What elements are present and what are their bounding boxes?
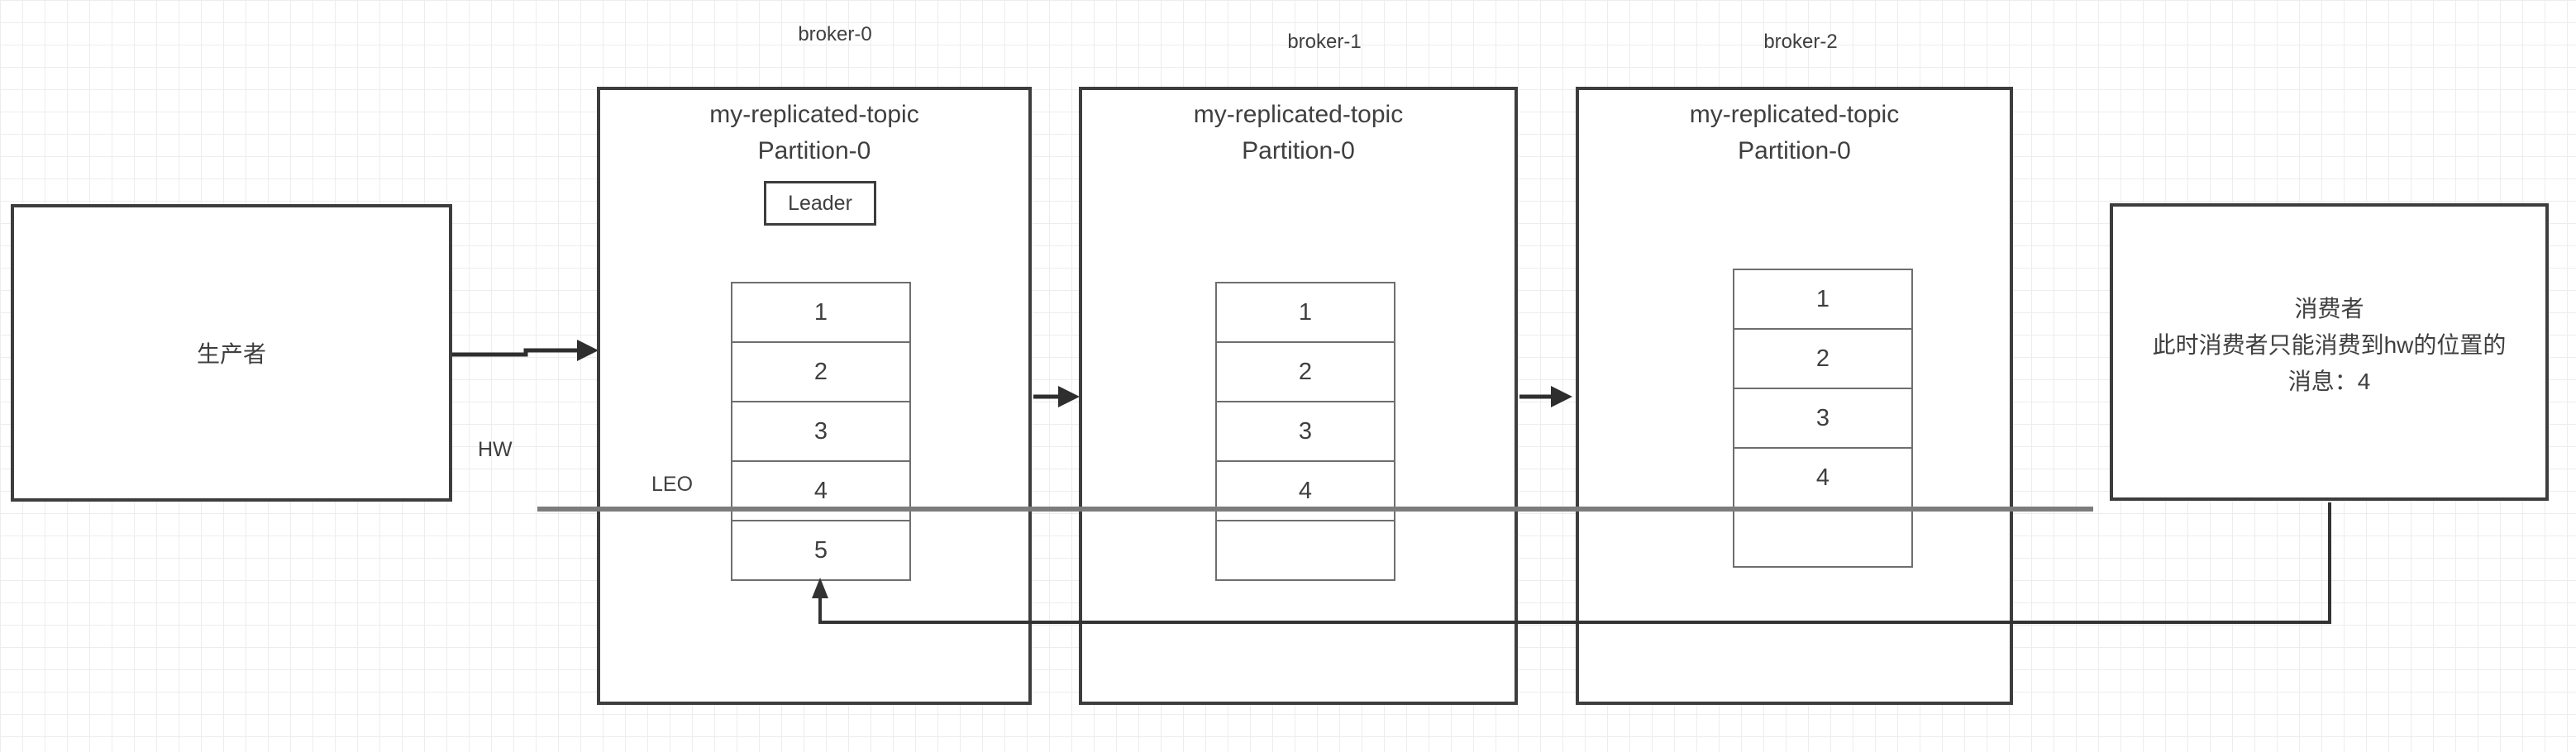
consumer-title: 消费者 bbox=[2294, 296, 2364, 321]
leader-badge-label: Leader bbox=[788, 191, 852, 215]
broker2-partition-name: Partition-0 bbox=[1738, 137, 1851, 164]
broker0-message-1: 1 bbox=[731, 282, 911, 343]
broker1-partition-title: my-replicated-topic Partition-0 bbox=[1082, 97, 1515, 169]
broker0-message-5: 5 bbox=[731, 520, 911, 581]
consumer-fetch-arrow bbox=[812, 502, 2331, 624]
broker1-message-log: 1 2 3 4 bbox=[1215, 282, 1395, 581]
broker1-topic-name: my-replicated-topic bbox=[1193, 101, 1404, 128]
broker0-topic-name: my-replicated-topic bbox=[709, 101, 919, 128]
broker0-partition-title: my-replicated-topic Partition-0 bbox=[600, 97, 1028, 169]
leo-label: LEO bbox=[651, 473, 694, 496]
broker1-message-4: 4 bbox=[1215, 460, 1395, 521]
consumer-box: 消费者 此时消费者只能消费到hw的位置的 消息：4 bbox=[2110, 203, 2549, 501]
broker2-message-4: 4 bbox=[1733, 447, 1913, 508]
producer-label: 生产者 bbox=[196, 341, 266, 367]
broker0-message-log: 1 2 3 4 5 bbox=[731, 282, 911, 581]
leader-badge: Leader bbox=[764, 181, 876, 226]
broker2-partition-title: my-replicated-topic Partition-0 bbox=[1579, 97, 2010, 169]
broker1-partition-name: Partition-0 bbox=[1242, 137, 1355, 164]
hw-label: HW bbox=[478, 438, 513, 461]
broker2-message-log: 1 2 3 4 bbox=[1733, 269, 1913, 568]
broker0-message-2: 2 bbox=[731, 341, 911, 402]
broker2-message-2: 2 bbox=[1733, 328, 1913, 389]
broker2-message-1: 1 bbox=[1733, 269, 1913, 330]
broker1-message-1: 1 bbox=[1215, 282, 1395, 343]
broker2-label: broker-2 bbox=[1763, 31, 1838, 53]
broker0-label: broker-0 bbox=[798, 23, 872, 45]
producer-box: 生产者 bbox=[11, 204, 452, 502]
broker0-message-3: 3 bbox=[731, 401, 911, 462]
consumer-note-line2: 消息：4 bbox=[2287, 369, 2371, 394]
broker1-to-broker2-arrow bbox=[1519, 386, 1572, 407]
broker1-label: broker-1 bbox=[1287, 31, 1362, 53]
broker2-topic-name: my-replicated-topic bbox=[1689, 101, 1900, 128]
producer-to-broker0-arrow bbox=[452, 340, 599, 361]
broker1-message-2: 2 bbox=[1215, 341, 1395, 402]
broker2-message-3: 3 bbox=[1733, 388, 1913, 449]
broker0-message-4: 4 bbox=[731, 460, 911, 521]
broker2-message-empty bbox=[1733, 507, 1913, 568]
broker0-to-broker1-arrow bbox=[1033, 386, 1080, 407]
broker1-message-3: 3 bbox=[1215, 401, 1395, 462]
broker1-message-empty bbox=[1215, 520, 1395, 581]
broker0-partition-name: Partition-0 bbox=[757, 137, 871, 164]
consumer-note-line1: 此时消费者只能消费到hw的位置的 bbox=[2152, 332, 2507, 358]
